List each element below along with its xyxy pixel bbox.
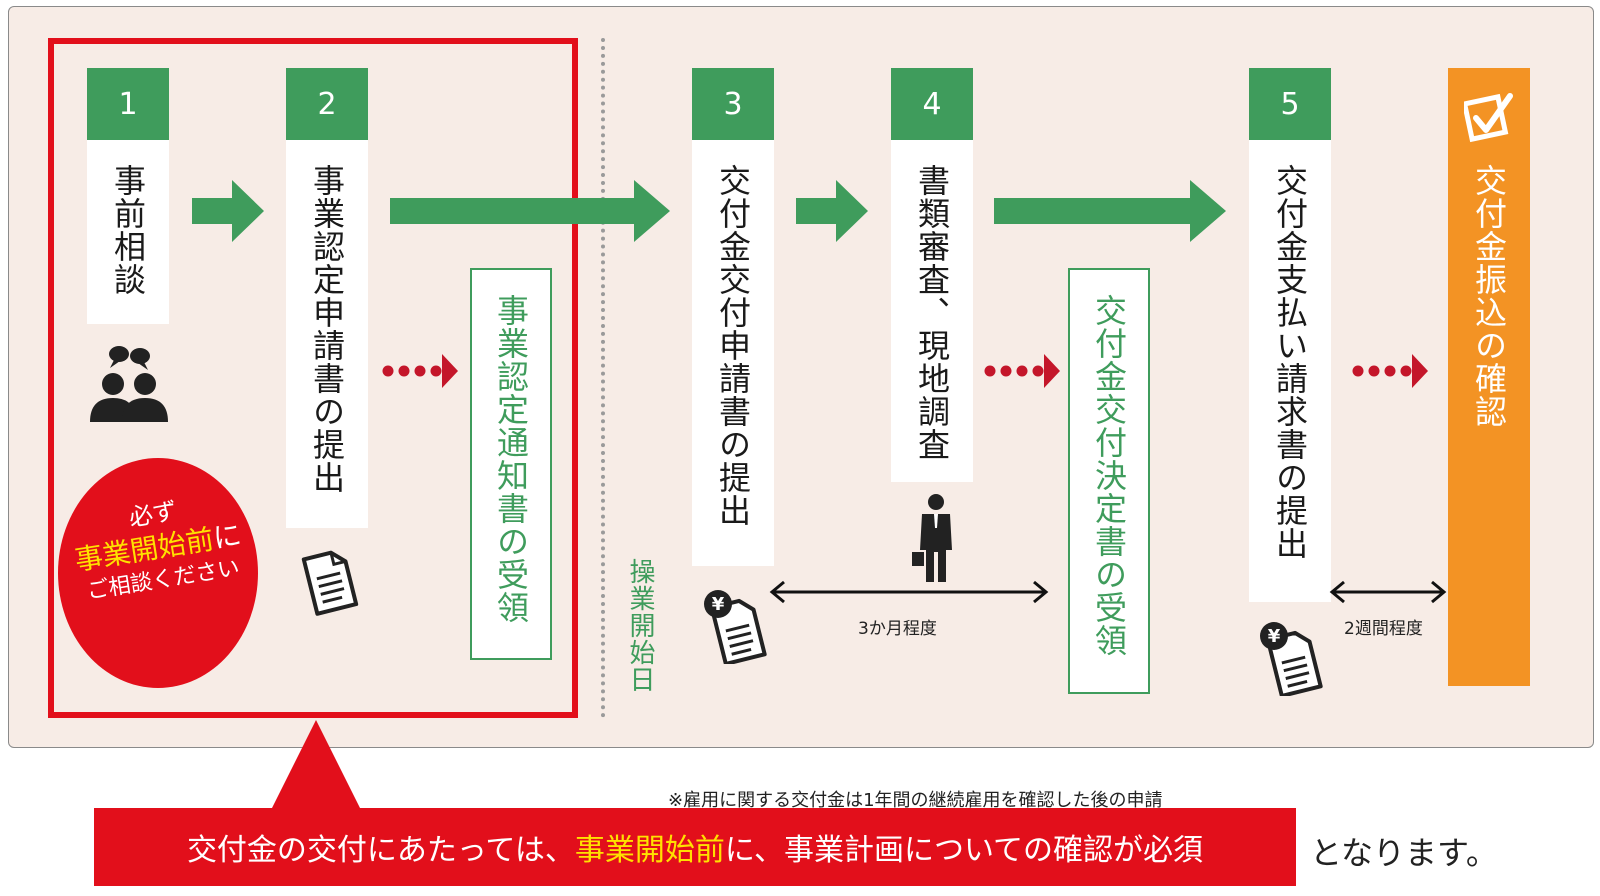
step-1-number: 1 <box>87 68 169 140</box>
step-4: 4 書類審査、現地調査 <box>891 68 973 482</box>
result-certification-notice: 事業認定通知書の受領 <box>470 268 552 660</box>
start-divider <box>601 38 605 718</box>
double-arrow-icon <box>1329 580 1447 604</box>
banner-tail-text: となります。 <box>1310 834 1498 872</box>
step-3: 3 交付金交付申請書の提出 <box>692 68 774 566</box>
dotted-arrow-2-result <box>382 354 458 388</box>
start-date-label: 操業開始日 <box>625 558 655 693</box>
step-4-label: 書類審査、現地調査 <box>913 164 951 461</box>
businessman-icon <box>912 494 952 582</box>
step-5: 5 交付金支払い請求書の提出 <box>1249 68 1331 602</box>
duration-three-months: 3か月程度 <box>858 619 937 639</box>
employment-note: ※雇用に関する交付金は1年間の継続雇用を確認した後の申請 <box>668 790 1163 811</box>
arrow-2-3 <box>390 180 670 242</box>
document-icon <box>301 550 359 616</box>
requirement-banner: 交付金の交付にあたっては、事業開始前に、事業計画についての確認が必須 <box>94 808 1296 886</box>
step-4-number: 4 <box>891 68 973 140</box>
step-3-label: 交付金交付申請書の提出 <box>714 164 752 527</box>
svg-text:¥: ¥ <box>712 594 725 615</box>
result-grant-decision: 交付金交付決定書の受領 <box>1068 268 1150 694</box>
result-certification-label: 事業認定通知書の受領 <box>492 294 530 624</box>
step-5-number: 5 <box>1249 68 1331 140</box>
step-5-label: 交付金支払い請求書の提出 <box>1271 164 1309 560</box>
pre-start-frame <box>48 38 578 718</box>
consultation-people-icon <box>90 346 168 422</box>
svg-text:¥: ¥ <box>1268 626 1281 647</box>
dotted-arrow-4-result <box>984 354 1060 388</box>
dotted-arrow-5-final <box>1352 354 1428 388</box>
banner-part1: 交付金の交付にあたっては、 <box>186 833 575 868</box>
arrow-4-5 <box>994 180 1226 242</box>
step-2-label: 事業認定申請書の提出 <box>308 164 346 494</box>
yen-document-icon: ¥ <box>1260 622 1323 696</box>
badge-line2-suffix: に <box>210 518 244 556</box>
result-grant-decision-label: 交付金交付決定書の受領 <box>1090 294 1128 657</box>
arrow-3-4 <box>796 180 868 242</box>
consult-before-start-badge <box>58 458 258 688</box>
step-2-number: 2 <box>286 68 368 140</box>
yen-document-icon: ¥ <box>704 590 767 664</box>
double-arrow-icon <box>769 580 1049 604</box>
step-2: 2 事業認定申請書の提出 <box>286 68 368 528</box>
step-1: 1 事前相談 <box>87 68 169 324</box>
duration-two-weeks: 2週間程度 <box>1344 619 1423 639</box>
step-1-label: 事前相談 <box>109 164 147 296</box>
final-step: 交付金振込の確認 <box>1448 68 1530 686</box>
step-3-number: 3 <box>692 68 774 140</box>
callout-pointer <box>270 720 362 812</box>
check-icon <box>1464 93 1513 143</box>
final-step-label: 交付金振込の確認 <box>1470 164 1508 428</box>
arrow-1-2 <box>192 180 264 242</box>
banner-highlight: 事業開始前 <box>574 833 725 868</box>
banner-part2: に、事業計画についての確認が必須 <box>724 833 1204 868</box>
